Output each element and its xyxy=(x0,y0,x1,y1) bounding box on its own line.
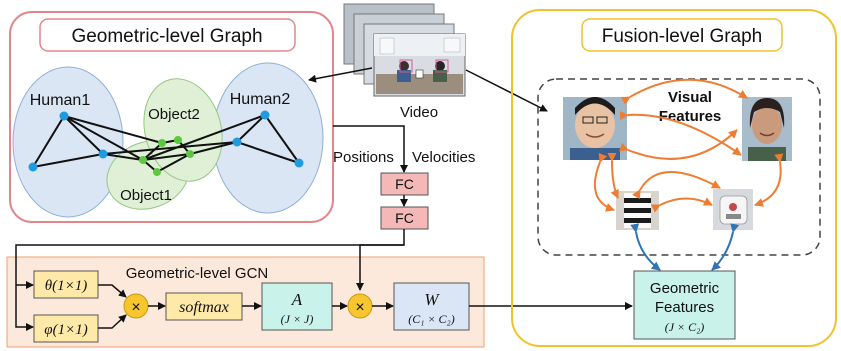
visual-features-line1: Visual xyxy=(668,89,712,106)
object2-image xyxy=(713,189,753,230)
a-matrix-box: A (J × J) xyxy=(261,282,333,331)
a-matrix-label: A xyxy=(291,290,303,309)
geometric-features-box: Geometric Features (J × C₂) xyxy=(633,270,736,340)
object1-image xyxy=(616,191,659,230)
multiply-symbol-1: × xyxy=(131,299,140,316)
gcn-title: Geometric-level GCN xyxy=(126,265,269,282)
phi-to-multiply-arrow xyxy=(98,314,127,329)
object1-node xyxy=(153,168,161,176)
fc-to-multiply-arrow xyxy=(356,244,404,291)
theta-box: θ(1×1) xyxy=(33,270,99,299)
fusion-graph-title: Fusion-level Graph xyxy=(602,26,763,47)
human1-node xyxy=(98,149,108,159)
human2-face-image xyxy=(742,97,792,161)
human2-label: Human2 xyxy=(230,91,291,108)
geometric-graph-panel: Geometric-level Graph xyxy=(9,11,334,223)
human2-node xyxy=(232,137,242,147)
w-matrix-box: W (C₁ × C₂) xyxy=(393,282,470,331)
object2-region xyxy=(143,78,223,182)
human1-node xyxy=(59,111,69,121)
human1-label: Human1 xyxy=(30,92,91,109)
theta-to-multiply-arrow xyxy=(98,284,127,298)
object2-node xyxy=(174,136,182,144)
multiply-op-1: × xyxy=(123,293,149,319)
video-frame-front xyxy=(373,33,466,97)
geometric-feature-edges xyxy=(630,223,740,271)
fc-layer-2: FC xyxy=(380,206,429,230)
visual-feature-edges xyxy=(593,78,784,213)
video-to-geometric-arrow xyxy=(308,67,373,83)
w-matrix-label: W xyxy=(424,290,440,309)
velocities-label: Velocities xyxy=(412,149,475,166)
human1-node xyxy=(28,162,38,172)
human1-face-image xyxy=(563,97,627,160)
positions-velocities-arrow xyxy=(333,125,408,173)
fc-label-2: FC xyxy=(395,210,414,226)
graph-nodes xyxy=(28,110,304,176)
object2-label: Object2 xyxy=(148,106,200,123)
video-label: Video xyxy=(400,104,438,121)
a-matrix-dims: (J × J) xyxy=(281,312,314,326)
object1-label: Object1 xyxy=(120,187,172,204)
object1-node xyxy=(139,156,147,164)
softmax-box: softmax xyxy=(165,292,243,321)
w-matrix-dims: (C₁ × C₂) xyxy=(408,312,454,326)
multiply-op-2: × xyxy=(347,293,373,319)
geometric-features-line2: Features xyxy=(655,299,714,316)
fc-to-phi-arrow xyxy=(15,229,405,331)
human2-region xyxy=(212,62,324,214)
multiply-symbol-2: × xyxy=(355,299,364,316)
human2-node xyxy=(294,158,304,168)
positions-label: Positions xyxy=(333,149,394,166)
geometric-graph-title: Geometric-level Graph xyxy=(71,26,262,47)
human2-node xyxy=(260,110,270,120)
geometric-features-line1: Geometric xyxy=(650,280,720,297)
fc-label-1: FC xyxy=(395,176,414,192)
visual-features-line2: Features xyxy=(659,108,722,125)
object2-node xyxy=(186,150,194,158)
softmax-label: softmax xyxy=(179,299,229,316)
geometric-features-dims: (J × C₂) xyxy=(665,320,705,334)
fc-layer-1: FC xyxy=(380,172,429,196)
object2-node xyxy=(158,139,166,147)
video-to-fusion-arrow xyxy=(465,69,548,112)
human1-region xyxy=(12,66,124,218)
video-frames: Video xyxy=(343,3,466,121)
phi-box: φ(1×1) xyxy=(33,314,99,343)
theta-label: θ(1×1) xyxy=(45,278,87,294)
visual-features-region xyxy=(537,78,821,256)
phi-label: φ(1×1) xyxy=(44,322,87,338)
